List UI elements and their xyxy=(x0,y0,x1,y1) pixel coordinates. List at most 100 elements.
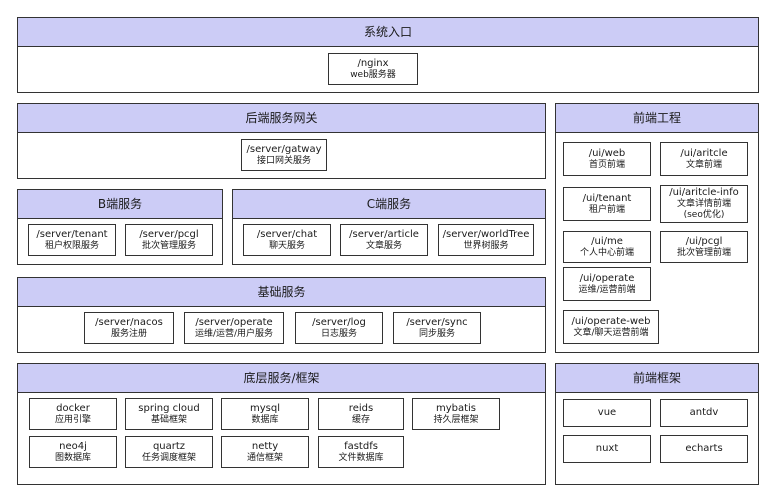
node-desc: 批次管理前端 xyxy=(676,247,731,258)
node-title: /ui/aritcle-info xyxy=(669,187,739,199)
node-desc: 批次管理服务 xyxy=(141,240,196,251)
node-echarts: echarts xyxy=(660,435,748,463)
node-mysql: mysql 数据库 xyxy=(221,398,309,430)
node-desc: 文章/聊天运营前端 xyxy=(573,327,649,338)
node-title: echarts xyxy=(685,443,723,454)
node-title: /nginx xyxy=(357,57,389,69)
node-title: mybatis xyxy=(435,402,477,414)
node-title: fastdfs xyxy=(344,440,378,452)
node-desc: 图数据库 xyxy=(54,452,91,463)
node-ui-aritcle: /ui/aritcle 文章前端 xyxy=(660,142,748,176)
node-title: neo4j xyxy=(59,440,87,452)
section-title: 基础服务 xyxy=(18,278,545,307)
node-desc: 文章详情前端 xyxy=(676,199,731,210)
node-docker: docker 应用引擎 xyxy=(29,398,117,430)
node-desc: 个人中心前端 xyxy=(579,247,634,258)
node-article: /server/article 文章服务 xyxy=(340,224,428,256)
node-desc: 运维/运营前端 xyxy=(578,284,636,295)
node-desc: 缓存 xyxy=(351,414,370,425)
node-ui-web: /ui/web 首页前端 xyxy=(563,142,651,176)
node-title: vue xyxy=(597,407,617,418)
node-desc: 聊天服务 xyxy=(268,240,305,251)
node-nginx: /nginx web服务器 xyxy=(328,53,418,85)
node-title: netty xyxy=(251,440,279,452)
node-title: /server/operate xyxy=(195,316,273,328)
node-title: /ui/web xyxy=(588,147,626,159)
node-nuxt: nuxt xyxy=(563,435,651,463)
node-title: /server/log xyxy=(312,316,366,328)
section-title: 前端框架 xyxy=(556,364,758,393)
node-desc: 持久层框架 xyxy=(433,414,479,425)
node-title: /server/sync xyxy=(406,316,468,328)
node-title: nuxt xyxy=(595,443,619,454)
node-quartz: quartz 任务调度框架 xyxy=(125,436,213,468)
node-title: /server/pcgl xyxy=(139,228,199,240)
section-title: 前端工程 xyxy=(556,104,758,133)
node-ui-aritcle-info: /ui/aritcle-info 文章详情前端 (seo优化) xyxy=(660,185,748,223)
node-operate: /server/operate 运维/运营/用户服务 xyxy=(184,312,284,344)
node-title: /ui/operate xyxy=(579,272,635,284)
node-desc: 租户前端 xyxy=(588,204,625,215)
section-title: 底层服务/框架 xyxy=(18,364,545,393)
node-reids: reids 缓存 xyxy=(318,398,404,430)
section-title: B端服务 xyxy=(18,190,222,219)
node-ui-pcgl: /ui/pcgl 批次管理前端 xyxy=(660,231,748,263)
node-title: quartz xyxy=(152,440,186,452)
node-neo4j: neo4j 图数据库 xyxy=(29,436,117,468)
node-desc: 通信框架 xyxy=(246,452,283,463)
node-title: antdv xyxy=(689,407,719,418)
node-tenant: /server/tenant 租户权限服务 xyxy=(28,224,116,256)
node-log: /server/log 日志服务 xyxy=(295,312,383,344)
node-title: /ui/me xyxy=(591,235,623,247)
node-desc-extra: (seo优化) xyxy=(683,210,725,220)
node-desc: web服务器 xyxy=(350,69,396,80)
node-gatway: /server/gatway 接口网关服务 xyxy=(241,139,327,171)
node-title: /server/tenant xyxy=(36,228,108,240)
section-frontend-framework: 前端框架 xyxy=(555,363,759,485)
node-desc: 服务注册 xyxy=(110,328,147,339)
node-title: /ui/tenant xyxy=(582,192,632,204)
node-desc: 接口网关服务 xyxy=(256,155,311,166)
node-desc: 任务调度框架 xyxy=(141,452,196,463)
node-title: /ui/operate-web xyxy=(571,315,651,327)
node-netty: netty 通信框架 xyxy=(221,436,309,468)
node-title: /server/article xyxy=(349,228,419,240)
node-desc: 文件数据库 xyxy=(338,452,384,463)
node-springcloud: spring cloud 基础框架 xyxy=(125,398,213,430)
node-desc: 租户权限服务 xyxy=(44,240,99,251)
node-ui-operate: /ui/operate 运维/运营前端 xyxy=(563,267,651,301)
node-pcgl: /server/pcgl 批次管理服务 xyxy=(125,224,213,256)
node-sync: /server/sync 同步服务 xyxy=(393,312,481,344)
node-desc: 首页前端 xyxy=(588,159,625,170)
node-title: /server/nacos xyxy=(95,316,163,328)
node-desc: 文章服务 xyxy=(365,240,402,251)
node-desc: 世界树服务 xyxy=(463,240,509,251)
section-title: 后端服务网关 xyxy=(18,104,545,133)
node-title: docker xyxy=(56,402,90,414)
node-title: /server/gatway xyxy=(246,143,322,155)
node-desc: 日志服务 xyxy=(320,328,357,339)
node-title: /ui/aritcle xyxy=(680,147,728,159)
node-ui-me: /ui/me 个人中心前端 xyxy=(563,231,651,263)
section-title: 系统入口 xyxy=(18,18,758,47)
node-title: spring cloud xyxy=(138,402,200,414)
node-worldtree: /server/worldTree 世界树服务 xyxy=(438,224,534,256)
node-desc: 基础框架 xyxy=(150,414,187,425)
node-title: /ui/pcgl xyxy=(685,235,723,247)
node-ui-tenant: /ui/tenant 租户前端 xyxy=(563,187,651,221)
node-desc: 文章前端 xyxy=(685,159,722,170)
section-title: C端服务 xyxy=(233,190,545,219)
node-title: reids xyxy=(348,402,374,414)
node-title: /server/worldTree xyxy=(442,228,530,240)
node-chat: /server/chat 聊天服务 xyxy=(243,224,331,256)
node-antdv: antdv xyxy=(660,399,748,427)
node-desc: 应用引擎 xyxy=(54,414,91,425)
node-title: /server/chat xyxy=(256,228,318,240)
node-nacos: /server/nacos 服务注册 xyxy=(84,312,174,344)
node-title: mysql xyxy=(250,402,280,414)
node-ui-operate-web: /ui/operate-web 文章/聊天运营前端 xyxy=(563,310,659,344)
node-mybatis: mybatis 持久层框架 xyxy=(412,398,500,430)
node-fastdfs: fastdfs 文件数据库 xyxy=(318,436,404,468)
node-vue: vue xyxy=(563,399,651,427)
node-desc: 数据库 xyxy=(251,414,279,425)
